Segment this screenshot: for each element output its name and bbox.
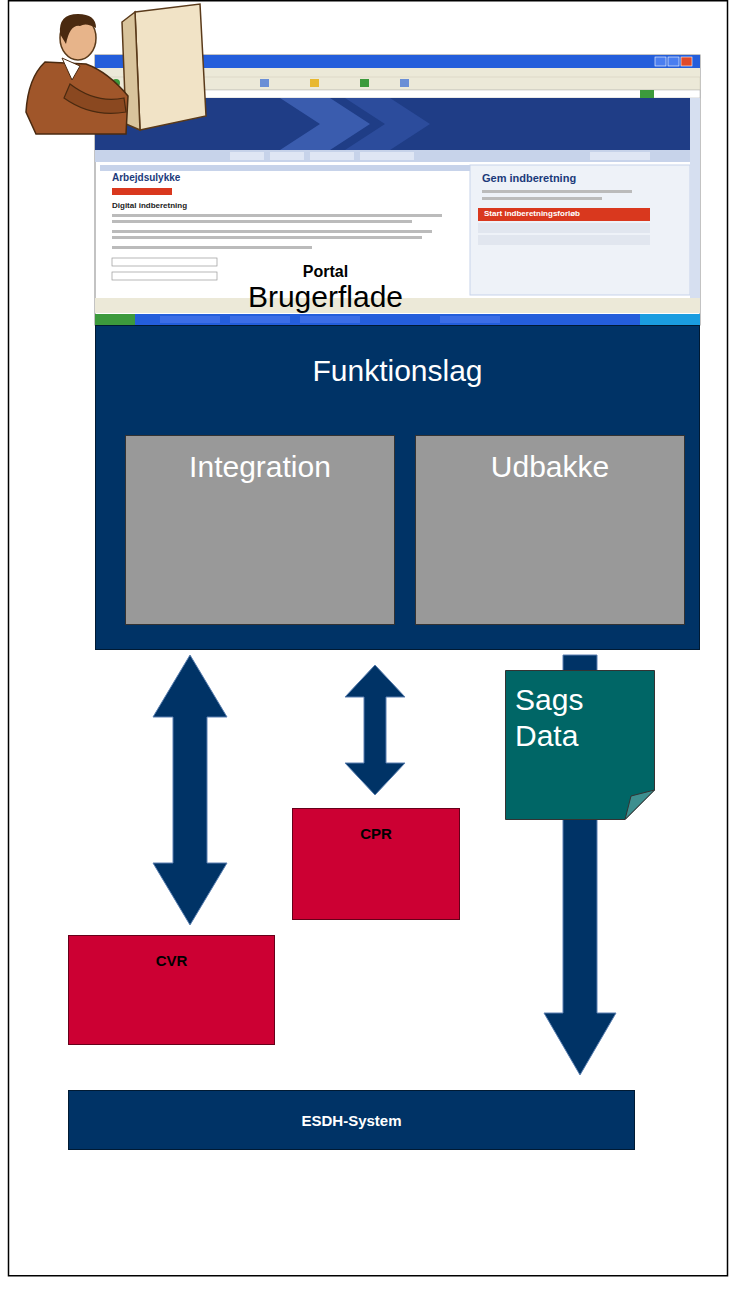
document-fold xyxy=(625,790,655,820)
text-line xyxy=(482,197,602,200)
input-box xyxy=(112,272,217,280)
window-button xyxy=(655,57,666,66)
section-heading: Digital indberetning xyxy=(112,201,187,211)
toolbar-icon xyxy=(400,79,409,87)
text-line xyxy=(482,190,632,193)
module-box: Udbakke xyxy=(415,435,685,625)
portal-screenshot: PortalBrugerflade xyxy=(95,55,700,325)
module-title: Integration xyxy=(189,450,331,484)
text-line xyxy=(112,246,312,249)
portal-title: Brugerflade xyxy=(248,281,403,313)
register-box: CPR xyxy=(292,808,460,920)
module-title: Udbakke xyxy=(491,450,609,484)
panel-row xyxy=(478,223,650,233)
module-box: Integration xyxy=(125,435,395,625)
side-panel xyxy=(470,165,690,295)
man-suit xyxy=(26,62,128,134)
content-header xyxy=(100,165,470,171)
start-button xyxy=(478,208,650,221)
breadcrumb-bar xyxy=(112,188,172,195)
tab xyxy=(230,152,264,160)
page-heading: Arbejdsulykke xyxy=(112,172,180,184)
monitor xyxy=(135,4,206,130)
text-line xyxy=(112,220,412,223)
man-collar xyxy=(62,58,80,80)
start-menu-button xyxy=(95,314,135,325)
task-button xyxy=(440,316,500,323)
tab xyxy=(590,152,650,160)
register-box: CVR xyxy=(68,935,275,1045)
layer-title: Funktionslag xyxy=(312,354,482,388)
window-button xyxy=(668,57,679,66)
document-title: Sags Data xyxy=(515,682,625,754)
task-button xyxy=(160,316,220,323)
banner-chevron xyxy=(345,98,430,150)
man-hair xyxy=(60,14,96,44)
go-button xyxy=(640,90,654,98)
toolbar-icon xyxy=(260,79,269,87)
tab xyxy=(310,152,354,160)
page-frame xyxy=(9,1,728,1276)
function-layer: FunktionslagIntegration Udbakke xyxy=(95,325,700,650)
tab xyxy=(360,152,414,160)
document-shape: Sags Data xyxy=(505,670,655,820)
toolbar-icon xyxy=(310,79,319,87)
register-name: CPR xyxy=(360,825,392,843)
system-box: ESDH-System xyxy=(68,1090,635,1150)
close-button xyxy=(681,57,692,66)
text-line xyxy=(112,230,432,233)
task-bar xyxy=(95,314,700,325)
banner-chevron xyxy=(280,98,370,150)
man-arm xyxy=(64,84,126,113)
tab xyxy=(270,152,304,160)
toolbar-icon xyxy=(360,79,369,87)
document-body xyxy=(506,671,655,820)
panel-row xyxy=(478,235,650,245)
tray xyxy=(640,314,700,325)
block-arrow xyxy=(345,665,405,795)
block-arrow xyxy=(153,655,227,925)
task-button xyxy=(300,316,360,323)
tab-row xyxy=(95,150,690,162)
button-text: Start indberetningsforløb xyxy=(484,209,580,219)
input-box xyxy=(112,258,217,266)
text-line xyxy=(112,236,422,239)
task-button xyxy=(230,316,290,323)
register-name: CVR xyxy=(156,952,188,970)
panel-heading: Gem indberetning xyxy=(482,172,576,185)
portal-label: Portal xyxy=(303,263,348,281)
scroll-bar xyxy=(690,98,700,298)
text-line xyxy=(112,214,442,217)
system-name: ESDH-System xyxy=(301,1112,401,1130)
